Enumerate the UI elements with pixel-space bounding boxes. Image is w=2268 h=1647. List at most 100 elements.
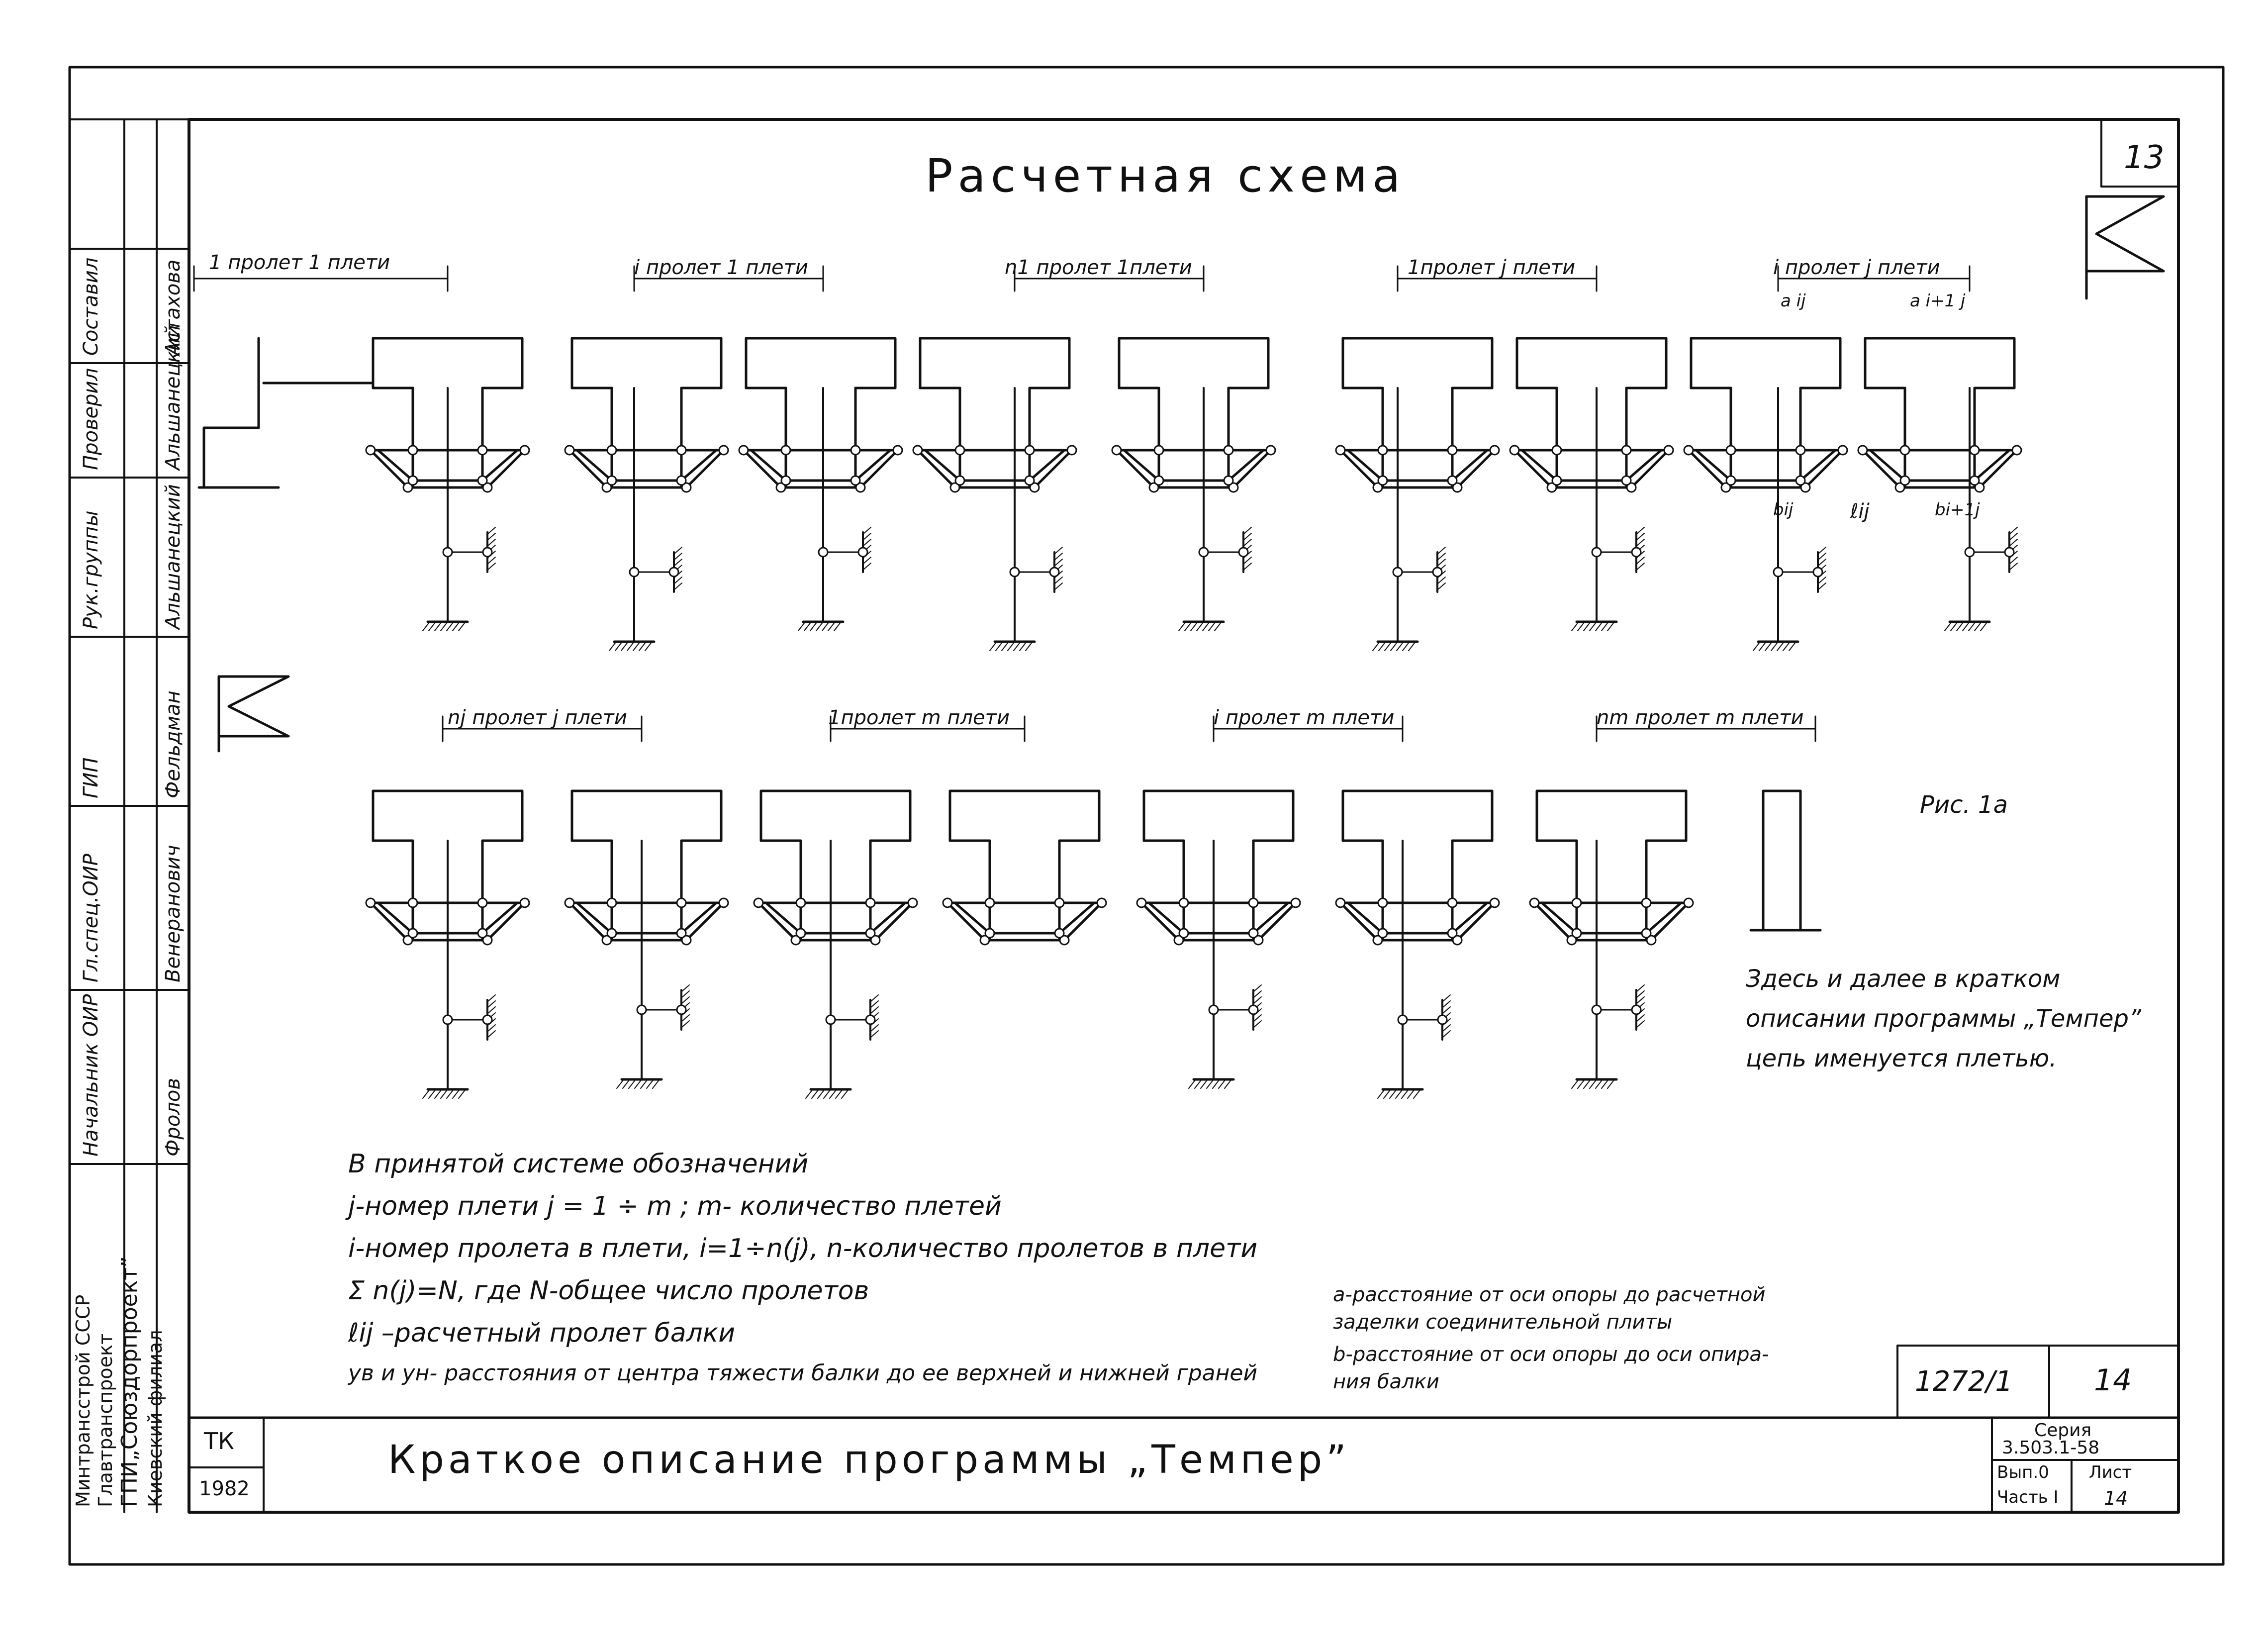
hinge: [1725, 475, 1736, 486]
note-line-3: цепь именуется плетью.: [1746, 1045, 2057, 1072]
hinge: [1683, 445, 1694, 456]
vyp-label: Вып.0: [1997, 1462, 2049, 1482]
hinge: [795, 928, 806, 939]
hinge: [1631, 1004, 1642, 1015]
span-label-3: n1 пролет 1плети: [1005, 256, 1192, 279]
hinge: [1899, 475, 1910, 486]
list-number: 14: [2104, 1487, 2128, 1509]
legend-right-2: заделки соединительной плиты: [1333, 1311, 1673, 1334]
series-label: Серия: [2034, 1420, 2092, 1441]
hinge: [1452, 482, 1463, 493]
dimension-line: [633, 265, 824, 292]
hinge: [1800, 482, 1811, 493]
hinge: [1566, 935, 1577, 946]
hinge: [1248, 897, 1259, 908]
hinge: [1546, 482, 1557, 493]
stamp-year: 1982: [199, 1477, 250, 1500]
hinge: [1397, 1014, 1408, 1025]
support-column: [1753, 387, 1826, 651]
hinge: [1529, 897, 1540, 908]
hinge: [1773, 567, 1784, 578]
hinge: [407, 897, 418, 908]
hinge: [402, 935, 413, 946]
label-b-ij: bij: [1773, 500, 1794, 520]
hinge: [1646, 935, 1657, 946]
doc-number: 1272/1: [1915, 1365, 2013, 1398]
hinge: [780, 445, 791, 456]
hinge: [954, 445, 965, 456]
hinge: [676, 897, 687, 908]
hinge: [1024, 475, 1035, 486]
flag-mark-top: [2085, 195, 2165, 300]
beam-module: [912, 337, 1077, 493]
hinge: [1377, 475, 1388, 486]
hinge: [1837, 445, 1848, 456]
hinge: [753, 897, 764, 908]
hinge: [1153, 445, 1164, 456]
hinge: [519, 897, 530, 908]
org-line-4: Киевский филиал: [144, 1330, 166, 1507]
hinge: [865, 897, 876, 908]
hinge: [601, 482, 612, 493]
hinge: [1049, 567, 1060, 578]
hinge: [606, 475, 617, 486]
hinge: [407, 928, 418, 939]
outer-border: [68, 66, 2225, 1566]
beam-module: [753, 789, 918, 946]
beam-module: [1529, 789, 1694, 946]
part-label: Часть I: [1997, 1487, 2059, 1507]
span-label-7: 1пролет m плети: [828, 706, 1010, 729]
hinge: [1969, 445, 1980, 456]
support-column: [1188, 840, 1262, 1089]
hinge: [1377, 928, 1388, 939]
hinge: [1969, 475, 1980, 486]
hinge: [954, 475, 965, 486]
hinge: [1136, 897, 1147, 908]
beam-module: [1335, 337, 1500, 493]
hinge: [1720, 482, 1731, 493]
role-nachalnik: Начальник ОИР: [80, 994, 102, 1157]
hinge: [850, 445, 861, 456]
dimension-line: [1213, 715, 1404, 742]
beam-module: [1857, 337, 2022, 493]
hinge: [1066, 445, 1077, 456]
hinge: [942, 897, 953, 908]
hinge: [1009, 567, 1020, 578]
series-value: 3.503.1-58: [2002, 1438, 2100, 1458]
hinge: [1447, 475, 1458, 486]
hinge: [1335, 897, 1346, 908]
legend-line-l: ℓij –расчетный пролет балки: [348, 1318, 735, 1348]
support-column: [1571, 840, 1645, 1089]
hinge: [1059, 935, 1070, 946]
hinge: [2004, 547, 2015, 558]
hinge: [1437, 1014, 1448, 1025]
hinge: [1096, 897, 1107, 908]
hinge: [477, 897, 488, 908]
hinge: [1228, 482, 1239, 493]
hinge: [676, 445, 687, 456]
hinge: [1812, 567, 1823, 578]
hinge: [1551, 445, 1562, 456]
hinge: [1392, 567, 1403, 578]
hinge: [1223, 475, 1234, 486]
hinge: [865, 1014, 876, 1025]
hinge: [790, 935, 801, 946]
beam-module: [1509, 337, 1674, 493]
role-gip: ГИП: [80, 757, 102, 798]
legend-line-i: i-номер пролета в плети, i=1÷n(j), n-кол…: [348, 1234, 1258, 1263]
legend-line-j: j-номер плети j = 1 ÷ m ; m- количество …: [348, 1191, 1002, 1221]
hinge: [442, 1014, 453, 1025]
label-a-ij: a ij: [1781, 291, 1806, 311]
hinge: [1377, 897, 1388, 908]
hinge: [1447, 897, 1458, 908]
beam-module: [564, 789, 729, 946]
name-feldman: Фельдман: [162, 690, 185, 798]
hinge: [601, 935, 612, 946]
hinge: [1899, 445, 1910, 456]
hinge: [1335, 445, 1346, 456]
beam-module: [1335, 789, 1500, 946]
support-column: [616, 840, 690, 1089]
role-gl-spec: Гл.спец.ОИР: [80, 854, 102, 982]
org-line-1: Минтрансстрой СССР: [72, 1294, 94, 1507]
